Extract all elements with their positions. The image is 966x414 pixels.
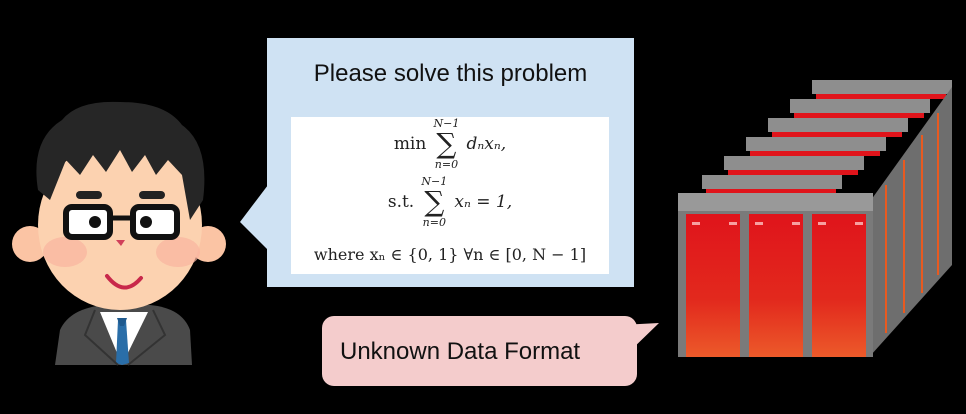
response-text: Unknown Data Format xyxy=(340,338,581,365)
optimization-formula: min N−1 ∑ n=0 dₙxₙ, s.t. N−1 ∑ n=0 xₙ = … xyxy=(291,117,609,274)
request-speech-bubble: Please solve this problem min N−1 ∑ n=0 … xyxy=(267,38,634,287)
supercomputer-illustration xyxy=(678,80,952,357)
sigma-glyph: ∑ xyxy=(436,127,457,160)
sigma-glyph: ∑ xyxy=(424,185,445,218)
constraint-body: xₙ = 1, xyxy=(454,192,513,212)
request-title: Please solve this problem xyxy=(313,60,588,87)
subject-to-label: s.t. xyxy=(387,192,415,212)
formula-objective: min N−1 ∑ n=0 dₙxₙ, xyxy=(291,117,609,171)
formula-constraint: s.t. N−1 ∑ n=0 xₙ = 1, xyxy=(291,175,609,229)
summation-symbol: N−1 ∑ n=0 xyxy=(431,117,461,171)
sum-upper-bound: N−1 xyxy=(433,117,460,130)
sum-lower-bound: n=0 xyxy=(434,158,459,171)
person-illustration xyxy=(12,101,226,366)
sum-upper-bound: N−1 xyxy=(421,175,448,188)
objective-body: dₙxₙ, xyxy=(466,134,507,154)
summation-symbol: N−1 ∑ n=0 xyxy=(419,175,449,229)
response-speech-bubble: Unknown Data Format xyxy=(322,316,637,386)
formula-domain: where xₙ ∈ {0, 1} ∀n ∈ [0, N − 1] xyxy=(313,245,587,264)
min-operator: min xyxy=(393,134,427,154)
sum-lower-bound: n=0 xyxy=(422,216,446,229)
request-bubble-tail xyxy=(240,185,268,250)
